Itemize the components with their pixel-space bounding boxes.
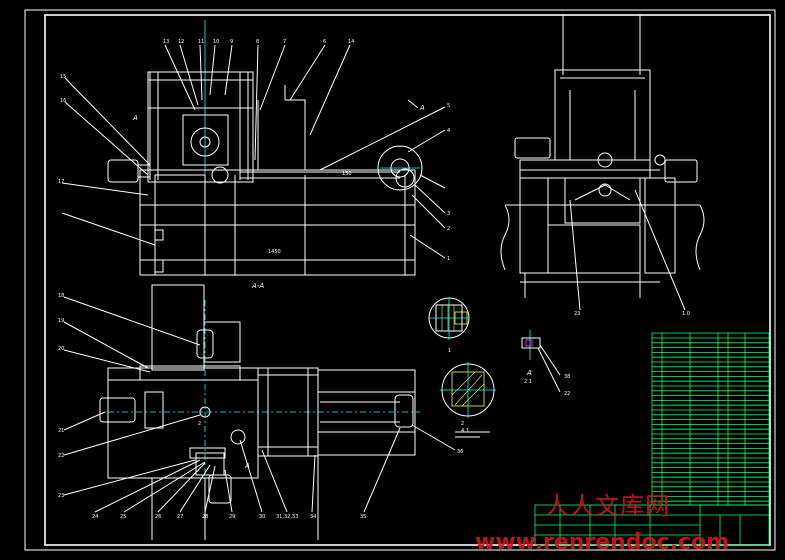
drawing-border (44, 14, 771, 546)
side-motor-right (664, 159, 698, 183)
balloon: 6 (323, 39, 326, 45)
balloon: 14 (348, 39, 354, 45)
feed-roller (211, 166, 229, 184)
svg-text:1: 1 (448, 348, 451, 354)
balloon: 10 (213, 39, 219, 45)
balloon: 24 (92, 514, 98, 520)
detail-view-1 (428, 297, 470, 340)
balloon: 28 (202, 514, 208, 520)
balloons-top-left: 13 12 11 10 9 8 7 6 14 15 16 17 (58, 39, 354, 185)
scale-label-1: 4:1 (461, 428, 469, 434)
drive-pulley (377, 145, 423, 191)
machine-body (139, 169, 416, 276)
cutter-wheel (190, 127, 220, 157)
balloons-bottom-left: 18 19 20 21 22 23 24 25 26 27 28 29 30 3… (58, 293, 463, 520)
balloon: 7 (283, 39, 286, 45)
plan-view (63, 284, 456, 540)
svg-text:2: 2 (461, 421, 464, 427)
balloon: 19 (58, 318, 64, 324)
balloon: 4 (447, 128, 450, 134)
hopper-plan (151, 284, 205, 371)
pulley-plan (394, 394, 414, 428)
balloon: 9 (230, 39, 233, 45)
balloon: 29 (229, 514, 235, 520)
motor-plan-bottom (208, 474, 232, 504)
balloon: 1.0 (682, 311, 690, 317)
cutter-housing (182, 114, 229, 166)
motor-left (107, 159, 139, 183)
balloon: 15 (60, 74, 66, 80)
front-section-view: 150 1450 (61, 20, 446, 276)
section-label-a-plan: A (244, 462, 250, 470)
balloons-top-right: 5 4 3 2 1 (447, 103, 450, 262)
balloon: 3 (447, 211, 450, 217)
balloon: 25 (120, 514, 126, 520)
detail-view-A: 38 22 (521, 330, 570, 397)
balloon: 35 (360, 514, 366, 520)
side-view: 23 1.0 (500, 15, 705, 317)
watermark-cn: 人人文库网 (545, 492, 670, 520)
parts-list (651, 332, 770, 506)
detail-view-2 (440, 362, 496, 418)
feed-hopper (257, 99, 306, 171)
balloon: 2 (447, 226, 450, 232)
balloon: 34 (310, 514, 316, 520)
balloon: 30 (259, 514, 265, 520)
plan-body (107, 367, 259, 479)
balloon: 12 (178, 39, 184, 45)
balloon: 23 (574, 311, 580, 317)
balloon: 22 (564, 391, 570, 397)
balloon: 38 (564, 374, 570, 380)
balloon: 13 (163, 39, 169, 45)
balloon: 11 (198, 39, 204, 45)
outer-frame (24, 9, 776, 551)
balloon: 31,32,33 (276, 514, 298, 520)
balloon: 27 (177, 514, 183, 520)
balloon: 23 (58, 493, 64, 499)
balloon: 1 (447, 256, 450, 262)
balloon: 21 (58, 428, 64, 434)
watermark-url: www.renrendoc.com (475, 530, 730, 555)
side-frame (554, 69, 651, 161)
svg-text:150: 150 (342, 171, 352, 177)
balloon: 8 (256, 39, 259, 45)
balloon: 36 (457, 449, 463, 455)
balloon: 18 (58, 293, 64, 299)
title-block (534, 504, 770, 546)
svg-text:2: 2 (198, 421, 201, 427)
scale-label-2: 2:1 (524, 379, 532, 385)
balloon: 20 (58, 346, 64, 352)
balloon: 26 (155, 514, 161, 520)
svg-text:1450: 1450 (268, 249, 281, 255)
balloon: 5 (447, 103, 450, 109)
side-motor-left (514, 137, 551, 159)
balloon: 22 (58, 453, 64, 459)
motor-plan-left (99, 397, 136, 423)
section-label-aa: A-A (251, 282, 264, 290)
balloon: 17 (58, 179, 64, 185)
balloon: 16 (60, 98, 66, 104)
detail-label-a: A (526, 369, 532, 377)
section-label-a-top: A (132, 114, 138, 122)
section-label-a-arrow: A (419, 104, 425, 112)
